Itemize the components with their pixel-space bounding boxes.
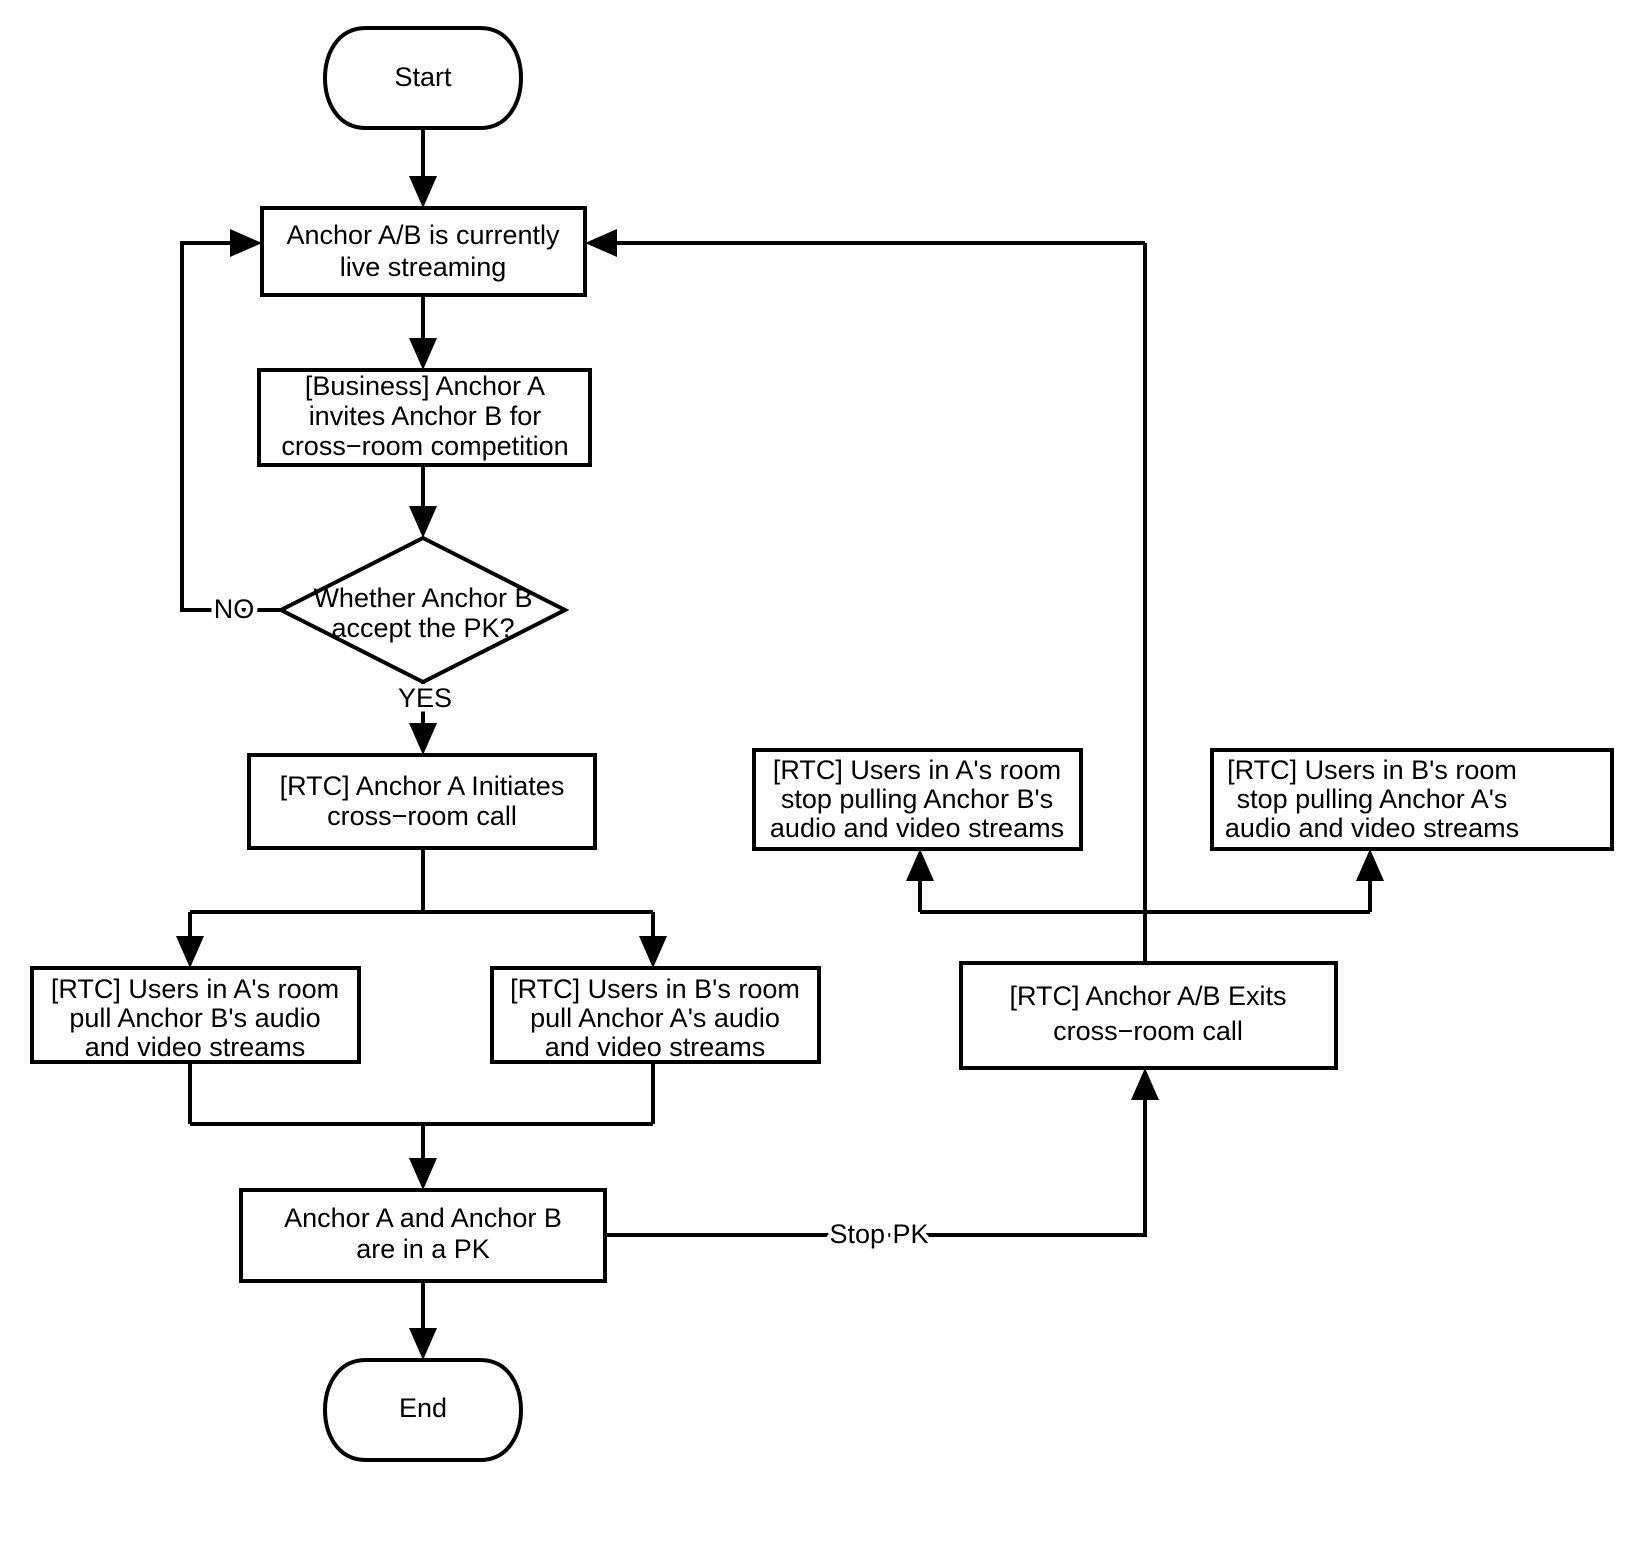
arrowhead-initiate-to-pull-a	[176, 936, 204, 968]
node-invite-line-1: [Business] Anchor A	[305, 371, 545, 401]
end-terminator-shape	[322, 1358, 524, 1462]
node-decision-accept-pk[interactable]: Whether Anchor B accept the PK?	[276, 535, 570, 685]
arrowhead-exit-call-to-stop-b	[1356, 849, 1384, 881]
node-end-line-1: End	[399, 1393, 447, 1423]
edge-label-yes: YES	[398, 683, 452, 713]
arrowhead-stop-pk-to-exit-call	[1131, 1068, 1159, 1100]
node-pull-a-line-2: pull Anchor B's audio	[69, 1003, 320, 1033]
node-stop-b-line-3: audio and video streams	[1225, 813, 1519, 843]
node-initiate-line-2: cross−room call	[327, 801, 517, 831]
node-pull-b-line-2: pull Anchor A's audio	[530, 1003, 780, 1033]
node-pull-b[interactable]: [RTC] Users in B's room pull Anchor A's …	[490, 966, 821, 1064]
edge-pulls-merge-to-in-pk	[188, 1062, 655, 1175]
node-exit-line-1: [RTC] Anchor A/B Exits	[1009, 981, 1286, 1011]
node-initiate-call[interactable]: [RTC] Anchor A Initiates cross−room call	[247, 753, 597, 850]
node-decision-line-2: accept the PK?	[331, 613, 514, 643]
arrowhead-no-to-live	[230, 229, 262, 257]
node-exit-call[interactable]: [RTC] Anchor A/B Exits cross−room call	[959, 961, 1338, 1070]
in-pk-box	[239, 1188, 607, 1283]
live-streaming-box	[260, 206, 587, 297]
node-stop-a-line-1: [RTC] Users in A's room	[773, 755, 1061, 785]
node-live-line-1: Anchor A/B is currently	[286, 220, 560, 250]
arrowhead-return-to-live	[585, 229, 617, 257]
edge-in-pk-to-exit-call	[605, 1085, 1147, 1237]
node-stop-a-line-2: stop pulling Anchor B's	[781, 784, 1053, 814]
pull-a-box	[30, 966, 361, 1064]
arrowhead-start-to-live	[409, 176, 437, 208]
node-decision-line-1: Whether Anchor B	[313, 583, 532, 613]
node-pull-b-line-3: and video streams	[545, 1032, 766, 1062]
node-live-line-2: live streaming	[340, 252, 507, 282]
node-initiate-line-1: [RTC] Anchor A Initiates	[280, 771, 565, 801]
arrowhead-initiate-to-pull-b	[639, 936, 667, 968]
arrowhead-exit-call-to-stop-a	[906, 849, 934, 881]
node-live-streaming[interactable]: Anchor A/B is currently live streaming	[260, 206, 587, 297]
node-invite-line-2: invites Anchor B for	[309, 401, 542, 431]
edge-label-no: NO	[214, 594, 255, 624]
start-terminator-shape	[322, 26, 524, 130]
arrowhead-yes-to-initiate	[409, 723, 437, 755]
business-invite-box	[257, 368, 592, 467]
edge-initiate-split	[188, 848, 655, 950]
initiate-call-box	[247, 753, 597, 850]
edge-decision-no-to-live	[180, 241, 281, 612]
node-in-pk-line-2: are in a PK	[356, 1234, 490, 1264]
node-business-invite[interactable]: [Business] Anchor A invites Anchor B for…	[257, 368, 592, 467]
arrowhead-merge-to-in-pk	[409, 1158, 437, 1190]
node-pull-a[interactable]: [RTC] Users in A's room pull Anchor B's …	[30, 966, 361, 1064]
node-end[interactable]: End	[322, 1358, 524, 1462]
node-pull-a-line-3: and video streams	[85, 1032, 306, 1062]
edge-label-stop-pk: Stop PK	[829, 1219, 928, 1249]
node-in-pk[interactable]: Anchor A and Anchor B are in a PK	[239, 1188, 607, 1283]
stop-pull-b-box	[1210, 748, 1614, 851]
exit-call-box	[959, 961, 1338, 1070]
stop-pull-a-box	[752, 748, 1083, 851]
arrowhead-live-to-invite	[409, 338, 437, 370]
arrowhead-invite-to-decision	[409, 506, 437, 538]
pull-b-box	[490, 966, 821, 1064]
node-exit-line-2: cross−room call	[1053, 1016, 1243, 1046]
node-pull-a-line-1: [RTC] Users in A's room	[51, 974, 339, 1004]
arrowhead-in-pk-to-end	[409, 1328, 437, 1360]
node-stop-pull-b[interactable]: [RTC] Users in B's room stop pulling Anc…	[1210, 748, 1614, 851]
edge-exit-call-back-to-live	[600, 241, 1147, 912]
node-pull-b-line-1: [RTC] Users in B's room	[510, 974, 800, 1004]
node-stop-pull-a[interactable]: [RTC] Users in A's room stop pulling Anc…	[752, 748, 1083, 851]
node-stop-b-line-2: stop pulling Anchor A's	[1237, 784, 1508, 814]
node-start-line-1: Start	[394, 62, 452, 92]
decision-diamond-shape	[276, 535, 570, 685]
node-invite-line-3: cross−room competition	[281, 431, 568, 461]
node-start[interactable]: Start	[322, 26, 524, 130]
node-in-pk-line-1: Anchor A and Anchor B	[284, 1203, 562, 1233]
node-stop-a-line-3: audio and video streams	[770, 813, 1064, 843]
node-stop-b-line-1: [RTC] Users in B's room	[1227, 755, 1517, 785]
connector-layer	[176, 128, 1384, 1360]
